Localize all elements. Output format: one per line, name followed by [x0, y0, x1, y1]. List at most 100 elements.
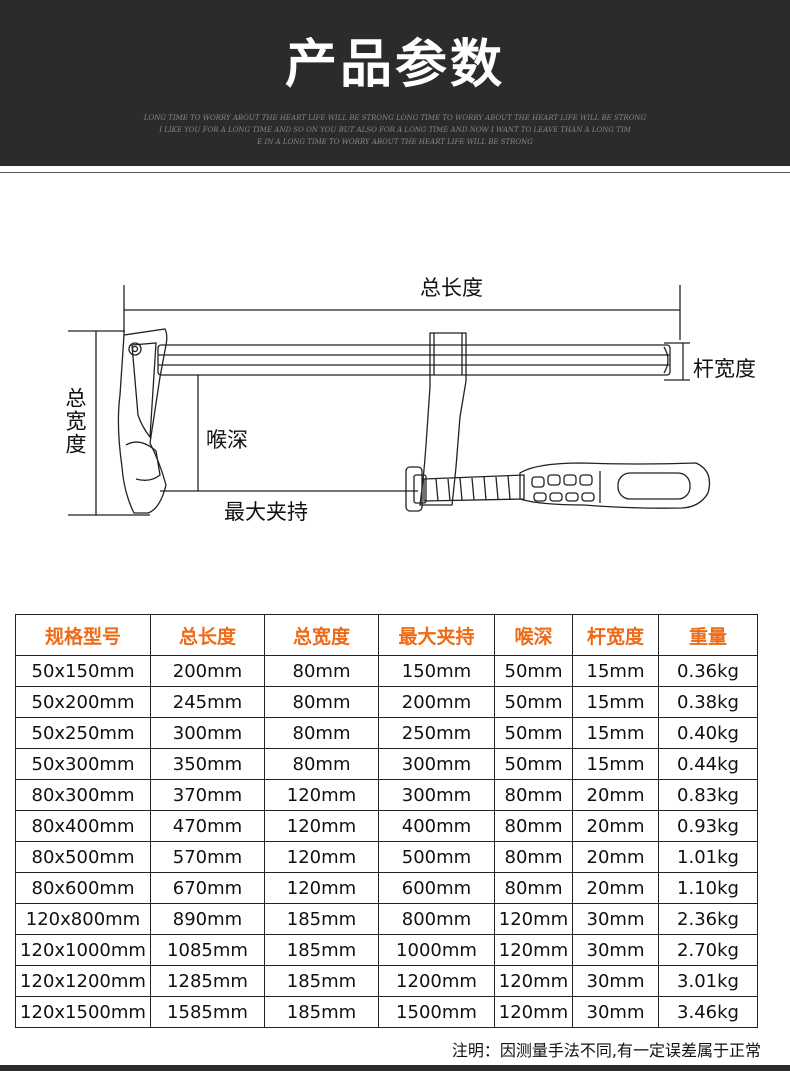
cell-bar-width: 15mm — [572, 655, 659, 687]
cell-max-clamp: 250mm — [378, 717, 495, 749]
cell-throat-depth: 50mm — [494, 748, 573, 780]
cell-weight: 3.46kg — [658, 996, 758, 1028]
clamp-diagram: 总长度 杆宽度 总宽度 喉深 最大夹持 — [0, 175, 790, 565]
cell-model: 80x600mm — [15, 872, 151, 904]
cell-model: 120x1200mm — [15, 965, 151, 997]
label-total-width: 总宽度 — [63, 387, 87, 456]
cell-max-clamp: 500mm — [378, 841, 495, 873]
tagline-line-3: E IN A LONG TIME TO WORRY ABOUT THE HEAR… — [257, 138, 533, 146]
cell-total-length: 1085mm — [150, 934, 265, 966]
cell-throat-depth: 120mm — [494, 965, 573, 997]
cell-bar-width: 20mm — [572, 810, 659, 842]
cell-total-width: 185mm — [264, 934, 379, 966]
cell-max-clamp: 400mm — [378, 810, 495, 842]
cell-weight: 0.83kg — [658, 779, 758, 811]
clamp-illustration — [68, 285, 711, 516]
cell-model: 120x1500mm — [15, 996, 151, 1028]
cell-throat-depth: 120mm — [494, 934, 573, 966]
cell-total-length: 670mm — [150, 872, 265, 904]
cell-max-clamp: 1500mm — [378, 996, 495, 1028]
cell-bar-width: 30mm — [572, 903, 659, 935]
cell-total-width: 120mm — [264, 779, 379, 811]
column-header-total-width: 总宽度 — [264, 614, 379, 656]
cell-model: 50x200mm — [15, 686, 151, 718]
cell-total-width: 80mm — [264, 748, 379, 780]
cell-total-length: 570mm — [150, 841, 265, 873]
cell-throat-depth: 80mm — [494, 841, 573, 873]
cell-bar-width: 30mm — [572, 996, 659, 1028]
cell-throat-depth: 50mm — [494, 686, 573, 718]
cell-model: 80x400mm — [15, 810, 151, 842]
cell-max-clamp: 300mm — [378, 748, 495, 780]
cell-throat-depth: 80mm — [494, 872, 573, 904]
cell-bar-width: 15mm — [572, 686, 659, 718]
cell-max-clamp: 1000mm — [378, 934, 495, 966]
cell-weight: 1.01kg — [658, 841, 758, 873]
cell-total-length: 890mm — [150, 903, 265, 935]
cell-bar-width: 15mm — [572, 717, 659, 749]
cell-model: 120x1000mm — [15, 934, 151, 966]
tagline-line-1: LONG TIME TO WORRY ABOUT THE HEART LIFE … — [143, 114, 647, 122]
cell-model: 80x500mm — [15, 841, 151, 873]
cell-bar-width: 20mm — [572, 872, 659, 904]
cell-throat-depth: 120mm — [494, 996, 573, 1028]
label-throat-depth: 喉深 — [206, 428, 248, 452]
column-header-throat-depth: 喉深 — [494, 614, 573, 656]
cell-total-width: 120mm — [264, 810, 379, 842]
cell-total-width: 80mm — [264, 655, 379, 687]
cell-total-width: 185mm — [264, 996, 379, 1028]
cell-total-width: 80mm — [264, 717, 379, 749]
cell-model: 120x800mm — [15, 903, 151, 935]
header-divider — [0, 172, 790, 173]
cell-model: 50x150mm — [15, 655, 151, 687]
cell-bar-width: 30mm — [572, 934, 659, 966]
table-header-row: 规格型号 总长度 总宽度 最大夹持 喉深 杆宽度 重量 — [15, 614, 758, 656]
cell-total-length: 1285mm — [150, 965, 265, 997]
cell-total-width: 185mm — [264, 965, 379, 997]
column-header-bar-width: 杆宽度 — [572, 614, 659, 656]
footer-band — [0, 1065, 790, 1071]
header-banner: 产品参数 LONG TIME TO WORRY ABOUT THE HEART … — [0, 0, 790, 166]
cell-max-clamp: 600mm — [378, 872, 495, 904]
cell-weight: 0.44kg — [658, 748, 758, 780]
cell-throat-depth: 80mm — [494, 810, 573, 842]
cell-model: 50x300mm — [15, 748, 151, 780]
cell-throat-depth: 50mm — [494, 655, 573, 687]
cell-max-clamp: 1200mm — [378, 965, 495, 997]
column-header-max-clamp: 最大夹持 — [378, 614, 495, 656]
tagline-line-2: I LIKE YOU FOR A LONG TIME AND SO ON YOU… — [159, 126, 631, 134]
page-title: 产品参数 — [284, 35, 505, 95]
cell-weight: 1.10kg — [658, 872, 758, 904]
cell-weight: 0.93kg — [658, 810, 758, 842]
cell-total-width: 120mm — [264, 841, 379, 873]
cell-weight: 0.38kg — [658, 686, 758, 718]
cell-total-length: 350mm — [150, 748, 265, 780]
cell-weight: 0.40kg — [658, 717, 758, 749]
cell-throat-depth: 80mm — [494, 779, 573, 811]
label-max-clamp: 最大夹持 — [224, 500, 308, 524]
cell-throat-depth: 50mm — [494, 717, 573, 749]
cell-total-length: 200mm — [150, 655, 265, 687]
cell-weight: 3.01kg — [658, 965, 758, 997]
cell-bar-width: 20mm — [572, 841, 659, 873]
cell-max-clamp: 800mm — [378, 903, 495, 935]
cell-total-length: 370mm — [150, 779, 265, 811]
column-header-model: 规格型号 — [15, 614, 151, 656]
cell-total-length: 245mm — [150, 686, 265, 718]
cell-max-clamp: 300mm — [378, 779, 495, 811]
cell-total-length: 1585mm — [150, 996, 265, 1028]
cell-total-length: 470mm — [150, 810, 265, 842]
column-header-weight: 重量 — [658, 614, 758, 656]
label-bar-width: 杆宽度 — [693, 357, 756, 381]
